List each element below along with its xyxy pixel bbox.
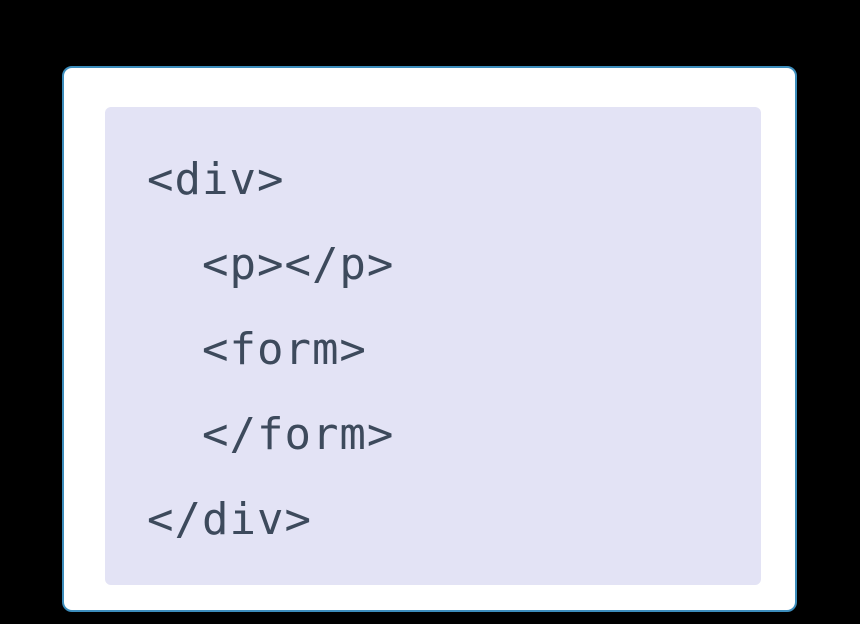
content-card: <div> <p></p> <form> </form> </div> [62,66,797,612]
code-line: </form> [147,409,395,460]
code-line: </div> [147,494,312,545]
code-line: <div> [147,154,285,205]
code-line: <p></p> [147,239,395,290]
code-line: <form> [147,324,367,375]
code-block: <div> <p></p> <form> </form> </div> [105,107,761,585]
